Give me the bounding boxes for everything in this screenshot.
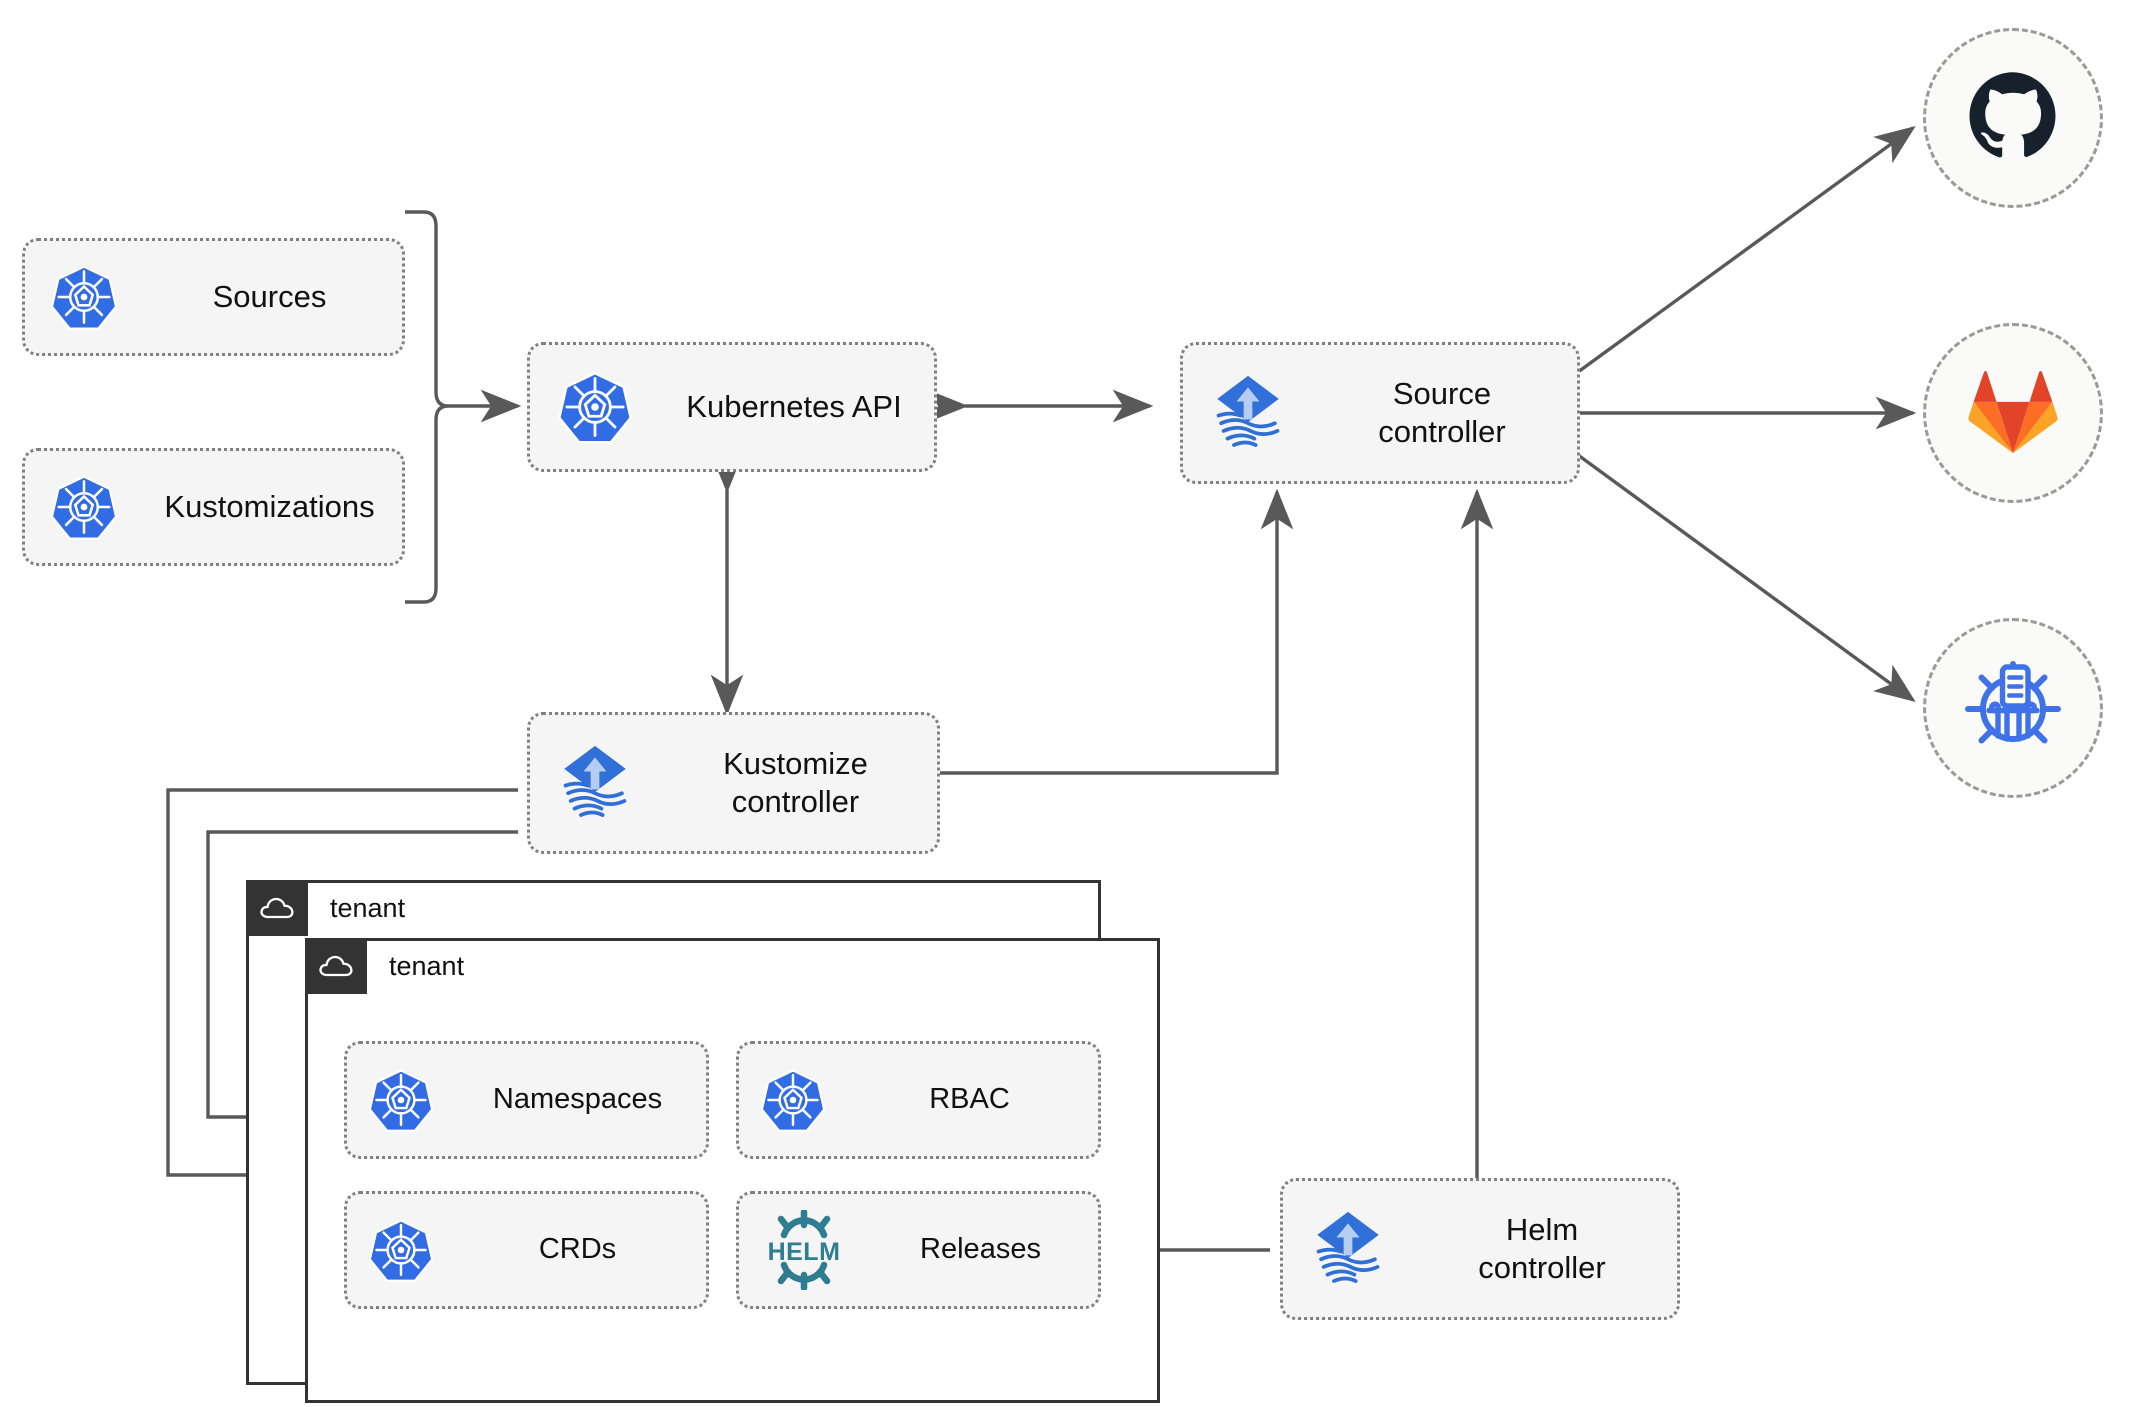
node-crds[interactable]: CRDs (344, 1191, 709, 1309)
node-label: Namespaces (492, 1083, 663, 1116)
provider-github[interactable] (1923, 28, 2103, 208)
flux-icon (530, 742, 660, 824)
flux-icon (1283, 1208, 1413, 1290)
kubernetes-icon (347, 1216, 455, 1284)
node-sources[interactable]: Sources (22, 238, 405, 356)
provider-bucket[interactable] (1923, 618, 2103, 798)
node-label: Kustomizations (164, 489, 375, 525)
node-kustomize-controller[interactable]: Kustomize controller (527, 712, 940, 854)
node-label: RBAC (929, 1083, 1010, 1116)
node-rbac[interactable]: RBAC (736, 1041, 1101, 1159)
tenant-container-inner: tenant Namesp (305, 938, 1160, 1403)
tenant-header: tenant (246, 880, 405, 936)
node-label: CRDs (538, 1233, 617, 1266)
node-source-controller[interactable]: Source controller (1180, 342, 1580, 484)
node-helm-controller[interactable]: Helm controller (1280, 1178, 1680, 1320)
flux-icon (1183, 372, 1313, 454)
kubernetes-icon (739, 1066, 847, 1134)
node-label: Source controller (1378, 376, 1506, 449)
node-label: Sources (212, 279, 327, 315)
node-releases[interactable]: HELM Releases (736, 1191, 1101, 1309)
kubernetes-icon (25, 262, 143, 332)
github-icon (1967, 70, 2059, 167)
svg-text:HELM: HELM (768, 1238, 841, 1266)
helm-repository-icon (1965, 658, 2061, 759)
node-namespaces[interactable]: Namespaces (344, 1041, 709, 1159)
node-label: Kubernetes API (686, 389, 902, 425)
node-label: Helm controller (1478, 1212, 1606, 1285)
provider-gitlab[interactable] (1923, 323, 2103, 503)
kubernetes-icon (25, 472, 143, 542)
node-kubernetes-api[interactable]: Kubernetes API (527, 342, 937, 472)
node-label: Kustomize controller (723, 746, 868, 819)
gitlab-icon (1967, 367, 2059, 460)
tenant-header: tenant (305, 938, 464, 994)
helm-icon: HELM (739, 1210, 869, 1290)
cloud-icon (305, 938, 367, 994)
cloud-icon (246, 880, 308, 936)
tenant-label: tenant (330, 892, 406, 923)
node-kustomizations[interactable]: Kustomizations (22, 448, 405, 566)
node-label: Releases (920, 1233, 1041, 1266)
kubernetes-icon (347, 1066, 455, 1134)
tenant-label: tenant (389, 950, 465, 981)
kubernetes-icon (530, 368, 660, 446)
